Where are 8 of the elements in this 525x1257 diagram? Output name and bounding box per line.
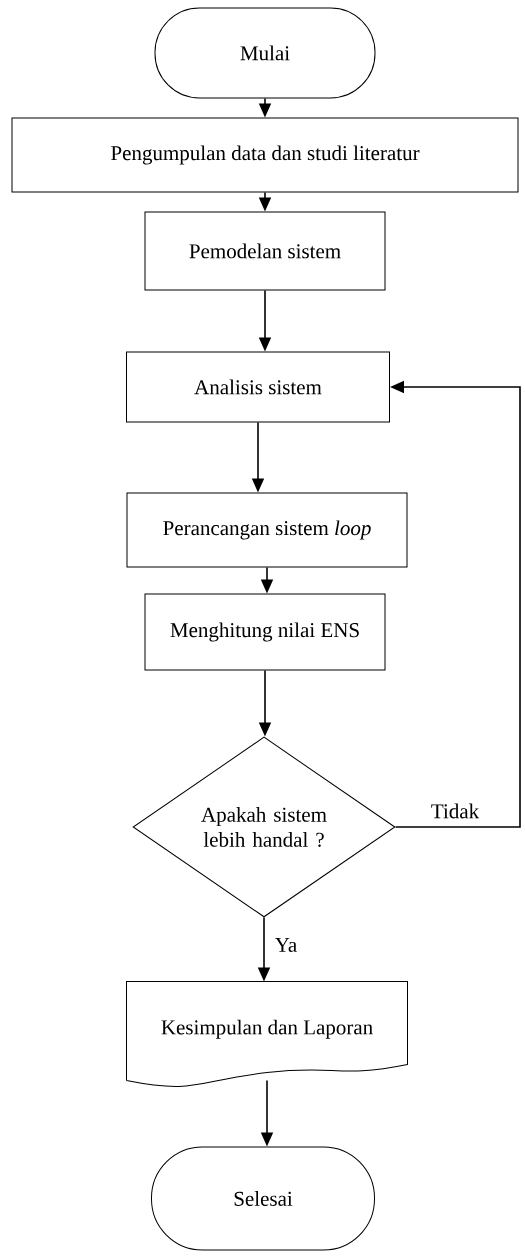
- process-box: Menghitung nilai ENS: [144, 593, 386, 671]
- process-box: Analisis sistem: [126, 351, 390, 423]
- edge-label: Tidak: [429, 802, 481, 820]
- process-box: Perancangan sistem loop: [126, 492, 408, 568]
- edge-label: Ya: [273, 937, 299, 953]
- process-box: Pemodelan sistem: [144, 211, 386, 291]
- process-box: Pengumpulan data dan studi literatur: [11, 117, 519, 193]
- document-shape: Kesimpulan dan Laporan: [126, 981, 408, 1087]
